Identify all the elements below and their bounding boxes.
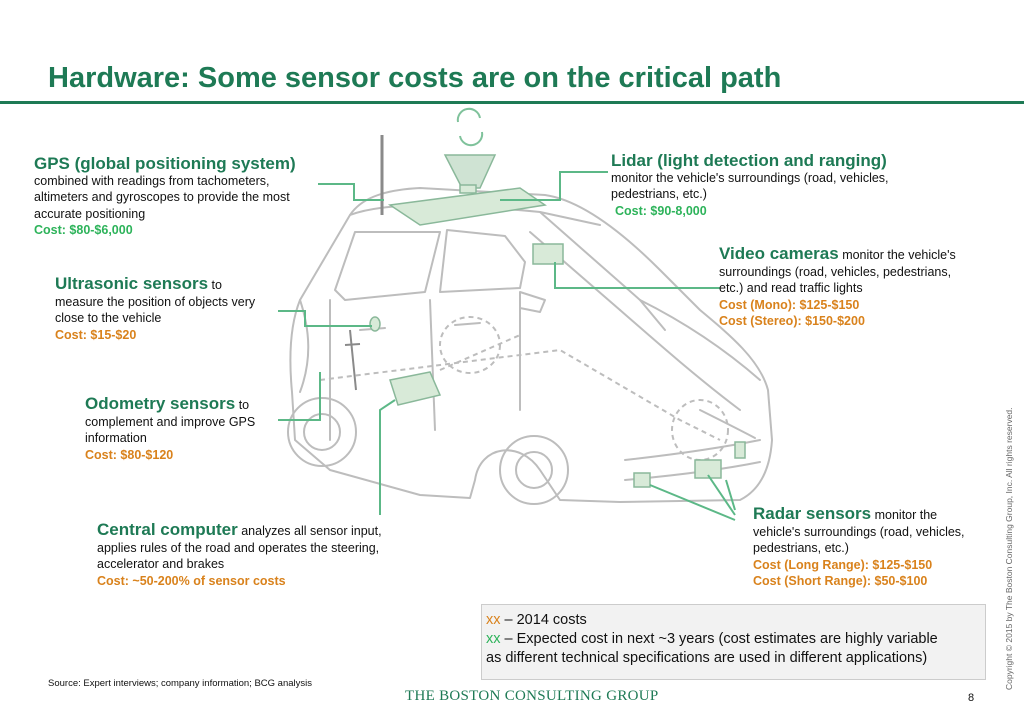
ultrasonic-heading: Ultrasonic sensors [55,274,209,293]
legend-text-expected-cont: as different technical specifications ar… [486,650,928,666]
cost-legend: xx – 2014 costs xx – Expected cost in ne… [481,604,986,680]
computer-cost: Cost: ~50-200% of sensor costs [97,573,286,588]
lidar-cost: Cost: $90-8,000 [615,203,707,218]
copyright-notice: Copyright © 2015 by The Boston Consultin… [1004,407,1014,690]
odometry-desc-1: complement and improve GPS [85,414,256,429]
video-desc-1: surroundings (road, vehicles, pedestrian… [719,264,952,279]
radar-heading: Radar sensors [753,504,872,523]
title-divider [0,101,1024,104]
computer-callout: Central computer analyzes all sensor inp… [97,520,427,589]
page-number: 8 [968,692,975,704]
video-desc-2: etc.) and read traffic lights [719,281,863,295]
source-note: Source: Expert interviews; company infor… [48,678,312,689]
video-cost-mono: Cost (Mono): $125-$150 [719,297,860,312]
rotation-icon [456,107,484,147]
ultrasonic-desc-2: close to the vehicle [55,311,162,325]
video-heading: Video cameras [719,244,839,263]
gps-heading: GPS (global positioning system) [34,154,296,173]
computer-desc-1: applies rules of the road and operates t… [97,540,380,555]
legend-key-2014: xx [486,612,501,628]
radar-cost-long: Cost (Long Range): $125-$150 [753,557,933,572]
page-title: Hardware: Some sensor costs are on the c… [48,62,782,94]
radar-heading-tail: monitor the [871,508,938,522]
gps-desc-3: accurate positioning [34,206,146,221]
radar-cost-short: Cost (Short Range): $50-$100 [753,574,928,588]
gps-callout: GPS (global positioning system) combined… [34,154,334,239]
video-cost-stereo: Cost (Stereo): $150-$200 [719,314,865,328]
odometry-callout: Odometry sensors to complement and impro… [85,394,295,463]
ultrasonic-desc-1: measure the position of objects very [55,294,256,309]
video-heading-tail: monitor the vehicle's [838,248,956,262]
computer-heading: Central computer [97,520,238,539]
odometry-desc-2: information [85,431,147,445]
legend-text-2014: – 2014 costs [500,612,587,628]
radar-desc-2: pedestrians, etc.) [753,541,849,555]
lidar-desc-2: pedestrians, etc.) [611,187,707,201]
computer-heading-tail: analyzes all sensor input, [237,524,382,538]
gps-desc-1: combined with readings from tachometers, [34,173,270,188]
odometry-heading-tail: to [235,398,250,412]
legend-text-expected: – Expected cost in next ~3 years (cost e… [500,631,938,647]
lidar-desc-1: monitor the vehicle's surroundings (road… [611,170,889,185]
bcg-logo: THE BOSTON CONSULTING GROUP [405,688,659,704]
computer-desc-2: accelerator and brakes [97,557,225,571]
ultrasonic-callout: Ultrasonic sensors to measure the positi… [55,274,295,343]
lidar-heading: Lidar (light detection and ranging) [611,151,887,170]
gps-desc-2: altimeters and gyroscopes to provide the… [34,190,290,204]
gps-cost: Cost: $80-$6,000 [34,223,133,237]
lidar-callout: Lidar (light detection and ranging) moni… [611,151,961,219]
radar-callout: Radar sensors monitor the vehicle's surr… [753,504,993,590]
video-callout: Video cameras monitor the vehicle's surr… [719,244,1004,330]
odometry-cost: Cost: $80-$120 [85,447,174,462]
radar-desc-1: vehicle's surroundings (road, vehicles, [753,524,965,539]
ultrasonic-cost: Cost: $15-$20 [55,327,137,342]
odometry-heading: Odometry sensors [85,394,236,413]
ultrasonic-heading-tail: to [208,278,222,292]
legend-key-expected: xx [486,631,501,647]
